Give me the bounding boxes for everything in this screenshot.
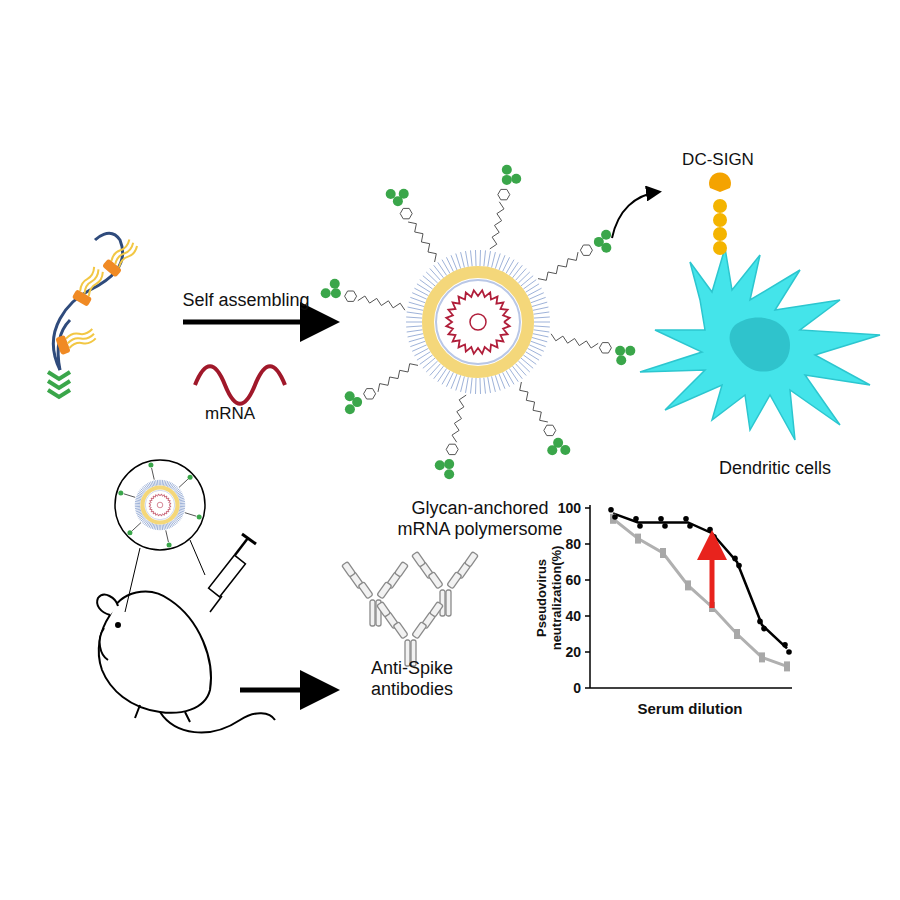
control-point bbox=[660, 548, 666, 558]
hydrophobic-segment bbox=[102, 237, 140, 278]
nucleus bbox=[730, 318, 790, 372]
tick-label: 100 bbox=[541, 500, 581, 516]
data-point bbox=[782, 642, 788, 648]
data-point bbox=[637, 523, 643, 529]
targeting-arrow bbox=[612, 192, 658, 238]
antibody-label: Anti-Spike antibodies bbox=[355, 658, 470, 699]
axis-title: Pseudovirus neutralization(%) bbox=[535, 534, 565, 662]
tick-label: 20 bbox=[541, 644, 581, 660]
improvement-arrow bbox=[710, 540, 715, 608]
glycan-curve bbox=[613, 513, 787, 648]
syringe bbox=[209, 534, 256, 612]
data-point bbox=[732, 556, 738, 562]
data-point bbox=[761, 626, 767, 632]
antibodies bbox=[342, 552, 479, 666]
data-point bbox=[687, 523, 693, 529]
data-point bbox=[757, 619, 763, 625]
hydrophobic-segment bbox=[55, 325, 97, 355]
tick-label: 0 bbox=[541, 680, 581, 696]
mrna-wave bbox=[195, 366, 285, 404]
mini-polymersome bbox=[118, 463, 201, 548]
glycan-chevron bbox=[48, 372, 70, 379]
hydrophobic-segment bbox=[72, 265, 107, 307]
particle-label: Glycan-anchored mRNA polymersome bbox=[390, 498, 570, 539]
axis-title: Serum dilution bbox=[610, 700, 770, 717]
mouse bbox=[97, 592, 275, 733]
tick-label: 40 bbox=[541, 608, 581, 624]
control-point bbox=[685, 580, 691, 590]
control-point bbox=[734, 629, 740, 639]
control-point bbox=[759, 652, 765, 662]
process-label: Self assembling bbox=[161, 290, 331, 311]
cell-label: Dendritic cells bbox=[690, 458, 860, 479]
control-point bbox=[784, 661, 790, 671]
data-point bbox=[683, 516, 689, 522]
tick-label: 80 bbox=[541, 536, 581, 552]
assembly-arrow bbox=[183, 320, 330, 325]
result-arrow bbox=[240, 688, 330, 693]
glycan-chevron bbox=[48, 390, 70, 397]
dendritic-cell bbox=[640, 248, 880, 440]
control-point bbox=[635, 534, 641, 544]
data-point bbox=[707, 527, 713, 533]
molecule-label: mRNA bbox=[190, 404, 270, 424]
inset bbox=[115, 460, 205, 612]
dc-sign bbox=[709, 172, 731, 255]
data-point bbox=[658, 516, 664, 522]
data-point bbox=[608, 507, 614, 513]
data-point bbox=[633, 516, 639, 522]
polymersome bbox=[321, 165, 636, 480]
chart bbox=[585, 505, 792, 688]
receptor-label: DC-SIGN bbox=[668, 150, 768, 170]
data-point bbox=[711, 534, 717, 540]
data-point bbox=[736, 563, 742, 569]
data-point bbox=[662, 523, 668, 529]
data-point bbox=[612, 514, 618, 520]
polymer-chain bbox=[48, 233, 140, 397]
control-curve bbox=[613, 519, 787, 667]
data-point bbox=[786, 649, 792, 655]
tick-label: 60 bbox=[541, 572, 581, 588]
glycan-chevron bbox=[48, 381, 70, 388]
